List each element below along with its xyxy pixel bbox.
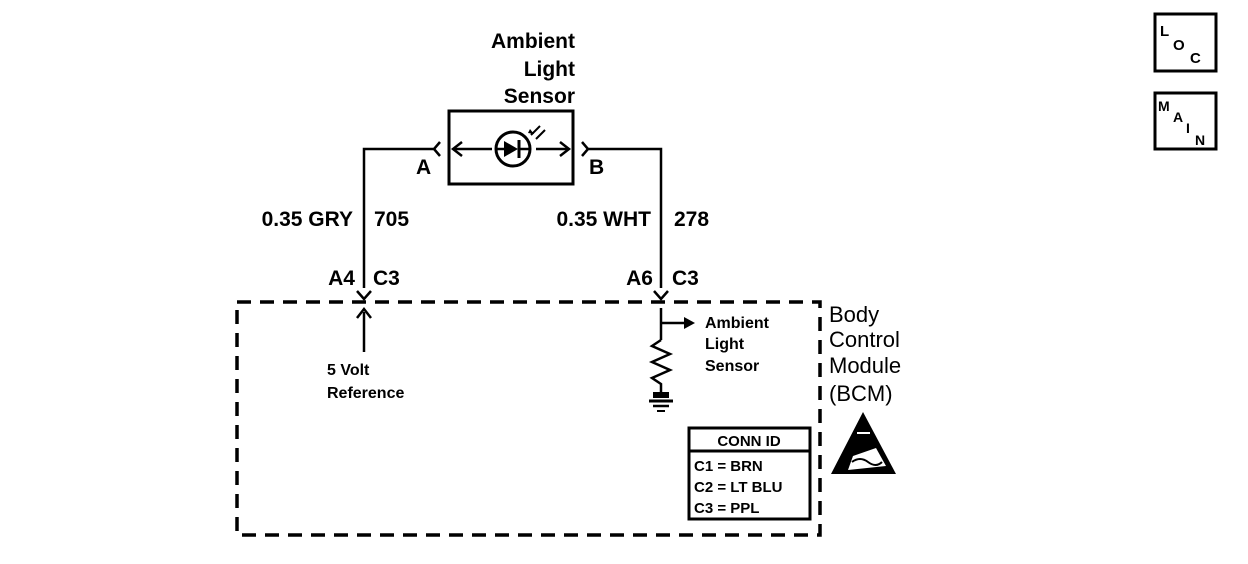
- bcm-name-line-3: Module: [829, 353, 901, 378]
- main-icon-letter-1: M: [1158, 98, 1170, 114]
- sensor-title: Ambient Light Sensor: [491, 30, 575, 108]
- bcm-left-signal-line-2: Reference: [327, 385, 404, 402]
- wire-right-gauge-color: 0.35 WHT: [556, 208, 651, 231]
- terminal-a-label: A: [416, 156, 431, 179]
- conn-id-header: CONN ID: [717, 433, 781, 450]
- loc-icon-letter-2: O: [1173, 37, 1185, 54]
- wire-right-circuit: 278: [674, 208, 709, 231]
- wire-right-connector: C3: [672, 267, 699, 290]
- wire-left: [356, 147, 434, 352]
- sensor-title-line-3: Sensor: [504, 85, 575, 108]
- bcm-name-line-2: Control: [829, 327, 900, 352]
- wire-left-circuit: 705: [374, 208, 409, 231]
- main-icon-letter-4: N: [1195, 132, 1205, 148]
- sensor-box: [447, 109, 575, 186]
- wire-left-gauge-color: 0.35 GRY: [262, 208, 353, 231]
- resistor-icon: [648, 338, 674, 392]
- bcm-name-line-4: (BCM): [829, 381, 893, 406]
- wire-left-pin: A4: [328, 267, 355, 290]
- sensor-title-line-1: Ambient: [491, 30, 575, 53]
- conn-id-row-3: C3 = PPL: [694, 500, 759, 517]
- ground-icon: [649, 392, 673, 412]
- loc-icon[interactable]: L O C: [1153, 12, 1218, 73]
- esd-warning-icon: [831, 412, 896, 474]
- conn-id-row-2: C2 = LT BLU: [694, 479, 782, 496]
- wire-left-connector: C3: [373, 267, 400, 290]
- bcm-right-signal-line-3: Sensor: [705, 358, 759, 375]
- wire-right: [588, 147, 684, 340]
- bcm-right-signal-line-1: Ambient: [705, 315, 770, 332]
- bcm-right-signal-line-2: Light: [705, 336, 745, 353]
- signal-arrow-icon: [684, 317, 695, 329]
- terminal-b-label: B: [589, 156, 604, 179]
- sensor-internal-wiring: [450, 141, 572, 157]
- main-icon[interactable]: M A I N: [1153, 91, 1218, 151]
- loc-icon-letter-1: L: [1160, 23, 1169, 40]
- wire-right-pin: A6: [626, 267, 653, 290]
- sensor-title-line-2: Light: [524, 58, 575, 81]
- main-icon-letter-3: I: [1186, 120, 1190, 136]
- loc-icon-letter-3: C: [1190, 50, 1201, 67]
- photodiode-icon: [494, 125, 546, 168]
- bcm-left-signal-line-1: 5 Volt: [327, 362, 370, 379]
- bcm-outline: [235, 300, 822, 537]
- bcm-name-line-1: Body: [829, 302, 879, 327]
- conn-id-row-1: C1 = BRN: [694, 458, 763, 475]
- conn-id-table: CONN ID C1 = BRN C2 = LT BLU C3 = PPL: [687, 426, 812, 521]
- main-icon-letter-2: A: [1173, 109, 1183, 125]
